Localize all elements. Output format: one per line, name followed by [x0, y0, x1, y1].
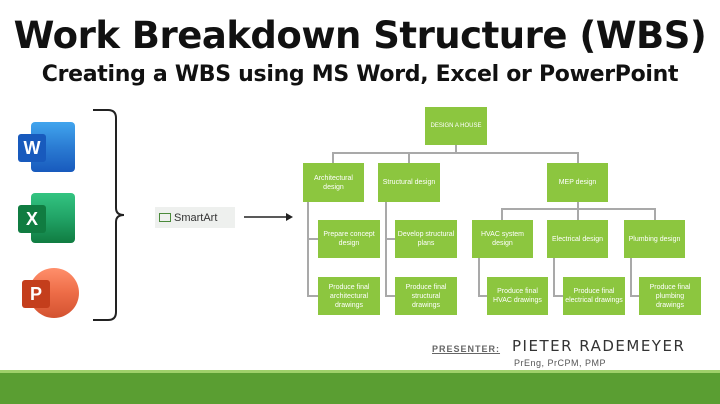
- arrow-icon: [244, 213, 293, 221]
- wbs-node: Produce final electrical drawings: [563, 277, 625, 315]
- wbs-node: Produce final HVAC drawings: [487, 277, 548, 315]
- presenter-name: PIETER RADEMEYER: [512, 337, 686, 355]
- wbs-architectural-design: Architectural design: [303, 163, 364, 202]
- presenter-credentials: PrEng, PrCPM, PMP: [514, 358, 607, 368]
- wbs-node: Develop structural plans: [395, 220, 457, 258]
- wbs-structural-design: Structural design: [378, 163, 440, 202]
- wbs-node: HVAC system design: [472, 220, 533, 258]
- word-icon: W: [18, 122, 75, 172]
- curly-bracket-icon: [93, 109, 125, 321]
- powerpoint-icon: P: [22, 268, 79, 318]
- footer-accent: [0, 370, 720, 373]
- wbs-node: Plumbing design: [624, 220, 685, 258]
- page-subtitle: Creating a WBS using MS Word, Excel or P…: [41, 62, 679, 87]
- smartart-button: SmartArt: [155, 207, 235, 228]
- presenter-label: PRESENTER:: [432, 344, 501, 354]
- page-title: Work Breakdown Structure (WBS): [13, 14, 707, 57]
- wbs-node: Produce final architectural drawings: [318, 277, 380, 315]
- wbs-root: DESIGN A HOUSE: [425, 107, 487, 145]
- footer-bar: [0, 373, 720, 404]
- wbs-node: Prepare concept design: [318, 220, 380, 258]
- wbs-node: Produce final structural drawings: [395, 277, 457, 315]
- wbs-node: Electrical design: [547, 220, 608, 258]
- excel-icon: X: [18, 193, 75, 243]
- smartart-icon: [159, 213, 171, 222]
- wbs-node: Produce final plumbing drawings: [639, 277, 701, 315]
- wbs-mep-design: MEP design: [547, 163, 608, 202]
